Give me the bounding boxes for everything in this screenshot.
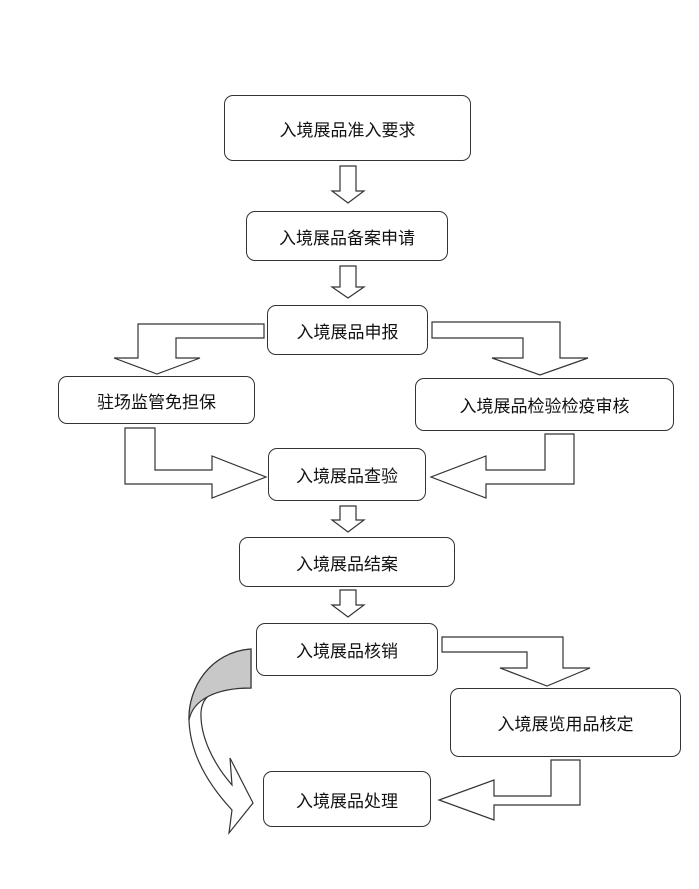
- node-exhibition-supplies-approval: 入境展览用品核定: [450, 688, 681, 757]
- arrow-n6-to-n7: [330, 505, 366, 533]
- node-disposal: 入境展品处理: [263, 771, 431, 827]
- arrow-n3-to-n5: [431, 321, 589, 376]
- node-case-closure: 入境展品结案: [239, 537, 455, 587]
- arrow-n5-to-n6: [429, 433, 575, 499]
- node-write-off: 入境展品核销: [256, 623, 438, 676]
- node-inspection-quarantine-review: 入境展品检验检疫审核: [415, 378, 674, 431]
- arrow-n3-to-n4: [113, 323, 265, 375]
- arrow-n7-to-n8: [330, 589, 366, 618]
- node-inspection: 入境展品查验: [268, 448, 426, 501]
- arrow-n9-to-n10: [437, 759, 581, 821]
- node-declaration: 入境展品申报: [267, 305, 428, 355]
- arrow-n2-to-n3: [330, 265, 366, 299]
- arrow-n1-to-n2: [330, 165, 366, 204]
- curved-arrow-shade: [188, 648, 252, 721]
- node-onsite-supervision: 驻场监管免担保: [58, 376, 255, 424]
- arrow-n8-to-n9: [441, 636, 591, 687]
- arrow-n4-to-n6: [124, 427, 268, 499]
- node-filing-application: 入境展品备案申请: [246, 211, 448, 261]
- node-access-requirements: 入境展品准入要求: [224, 95, 471, 161]
